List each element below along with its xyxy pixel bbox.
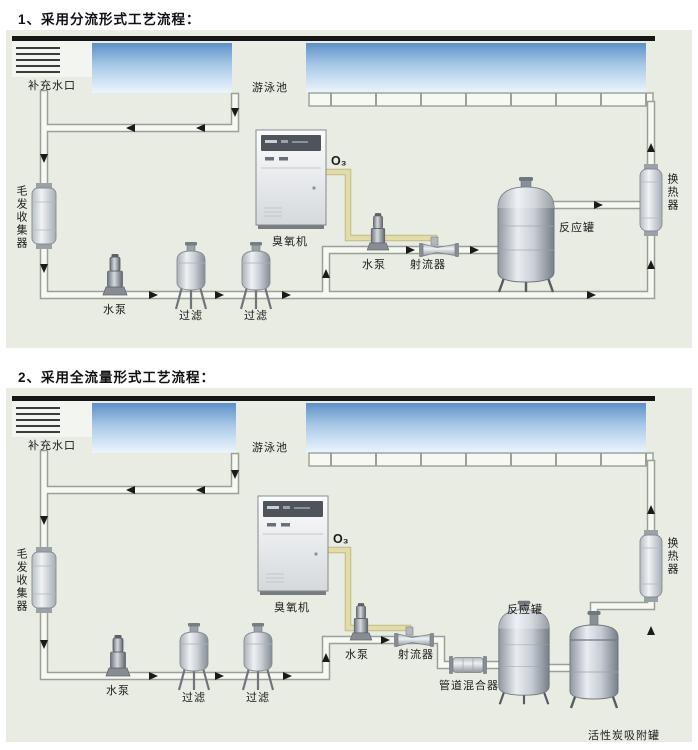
pump-main-label: 水泵 <box>103 304 127 316</box>
injector-label: 射流器 <box>410 259 446 271</box>
makeup-inlet-label: 补充水口 <box>28 440 76 452</box>
hair-collector-label: 毛发收集器 <box>15 185 27 250</box>
injector-label: 射流器 <box>398 649 434 661</box>
section-2-title: 2、采用全流量形式工艺流程： <box>18 370 216 385</box>
pool-basin-right <box>306 403 646 453</box>
pool-label: 游泳池 <box>252 442 288 454</box>
pipe-mixer-label: 管道混合器 <box>439 680 499 692</box>
ozone-gas-label: O₃ <box>331 154 347 168</box>
makeup-water-hatch <box>16 47 60 73</box>
pump-ozone-label: 水泵 <box>362 259 386 271</box>
hair-collector-label: 毛发收集器 <box>15 548 27 613</box>
ozone-generator-label: 臭氧机 <box>272 236 308 248</box>
pool-label: 游泳池 <box>252 82 288 94</box>
filter-1-label: 过滤 <box>182 692 206 704</box>
section-2-panel: 补充水口 游泳池 毛发收集器 臭氧机 O₃ 水泵 过滤 过滤 水泵 射流器 管道… <box>6 388 692 742</box>
ozone-line <box>322 168 438 242</box>
reaction-tank-label: 反应罐 <box>559 222 595 234</box>
heat-exchanger <box>639 163 663 237</box>
hair-collector <box>31 182 57 250</box>
makeup-water-hatch <box>16 407 60 433</box>
reaction-tank-label: 反应罐 <box>507 604 543 616</box>
section-1-panel: 补充水口 游泳池 毛发收集器 臭氧机 O₃ 水泵 过滤 过滤 水泵 射流器 反应… <box>6 30 692 348</box>
filter-1-label: 过滤 <box>179 310 203 322</box>
filter-2-label: 过滤 <box>244 310 268 322</box>
pool-basin-right <box>306 43 646 93</box>
heat-exchanger-label: 换热器 <box>666 537 678 576</box>
section-2-diagram <box>6 388 692 742</box>
heat-exchanger-label: 换热器 <box>666 173 678 212</box>
ozone-gas-label: O₃ <box>333 532 349 546</box>
makeup-inlet-label: 补充水口 <box>28 80 76 92</box>
pipe-mixer <box>448 655 488 675</box>
carbon-tank-label: 活性炭吸附罐 <box>588 730 660 742</box>
hair-collector <box>31 546 57 614</box>
pool-deck-bar <box>12 396 655 401</box>
overflow-gutter <box>308 92 654 107</box>
pool-basin-left <box>92 403 236 453</box>
pool-basin-left <box>92 43 232 93</box>
ozone-generator-label: 臭氧机 <box>274 602 310 614</box>
heat-exchanger <box>639 529 663 603</box>
ozone-line <box>324 546 412 632</box>
pool-deck-bar <box>12 36 655 41</box>
reaction-tank <box>496 175 556 294</box>
filter-2-label: 过滤 <box>246 692 270 704</box>
section-1-title: 1、采用分流形式工艺流程： <box>18 12 201 27</box>
pump-ozone-label: 水泵 <box>345 649 369 661</box>
overflow-gutter <box>308 452 654 467</box>
ozone-generator-cabinet <box>255 129 327 230</box>
section-1-diagram <box>6 30 692 348</box>
ozone-generator-cabinet <box>257 495 329 596</box>
pump-main-label: 水泵 <box>106 685 130 697</box>
